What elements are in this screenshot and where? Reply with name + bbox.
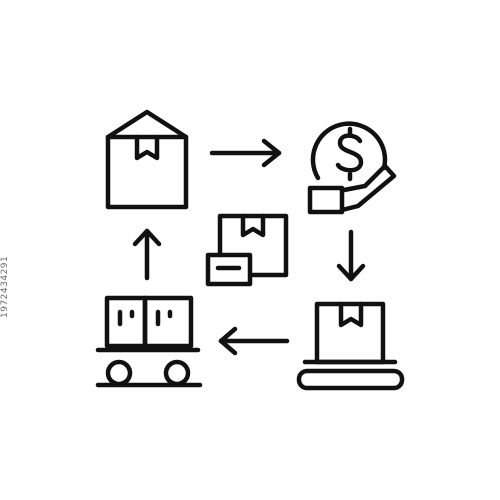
box-platform-icon xyxy=(296,301,405,391)
dollar-hand-icon xyxy=(307,121,397,215)
arrow-down-icon xyxy=(336,229,366,282)
image-id-text: 1972434291 xyxy=(0,256,10,319)
cart-boxes-icon xyxy=(95,295,203,388)
arrow-right-icon xyxy=(209,138,282,168)
arrow-up-icon xyxy=(132,228,162,281)
house-box-icon xyxy=(105,109,189,210)
center-boxes-icon xyxy=(205,213,289,287)
arrow-left-icon xyxy=(218,326,290,356)
